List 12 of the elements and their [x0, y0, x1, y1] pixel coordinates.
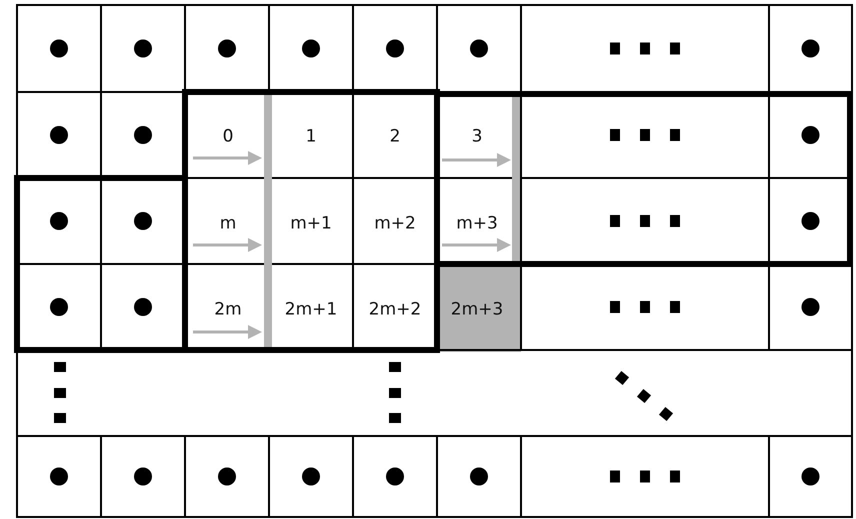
index-label: 3 [472, 128, 482, 146]
index-label: 0 [222, 128, 234, 146]
index-label: 2m+3 [450, 302, 504, 318]
index-label: 1 [306, 128, 316, 146]
index-label: 2m [214, 302, 242, 318]
index-label: 2m+1 [284, 302, 338, 318]
index-label: m+3 [456, 216, 498, 232]
index-label: 2 [390, 128, 400, 146]
index-label: m+1 [290, 216, 332, 232]
index-label: m [220, 216, 236, 232]
index-label: m+2 [374, 216, 416, 232]
index-label: 2m+2 [368, 302, 422, 318]
